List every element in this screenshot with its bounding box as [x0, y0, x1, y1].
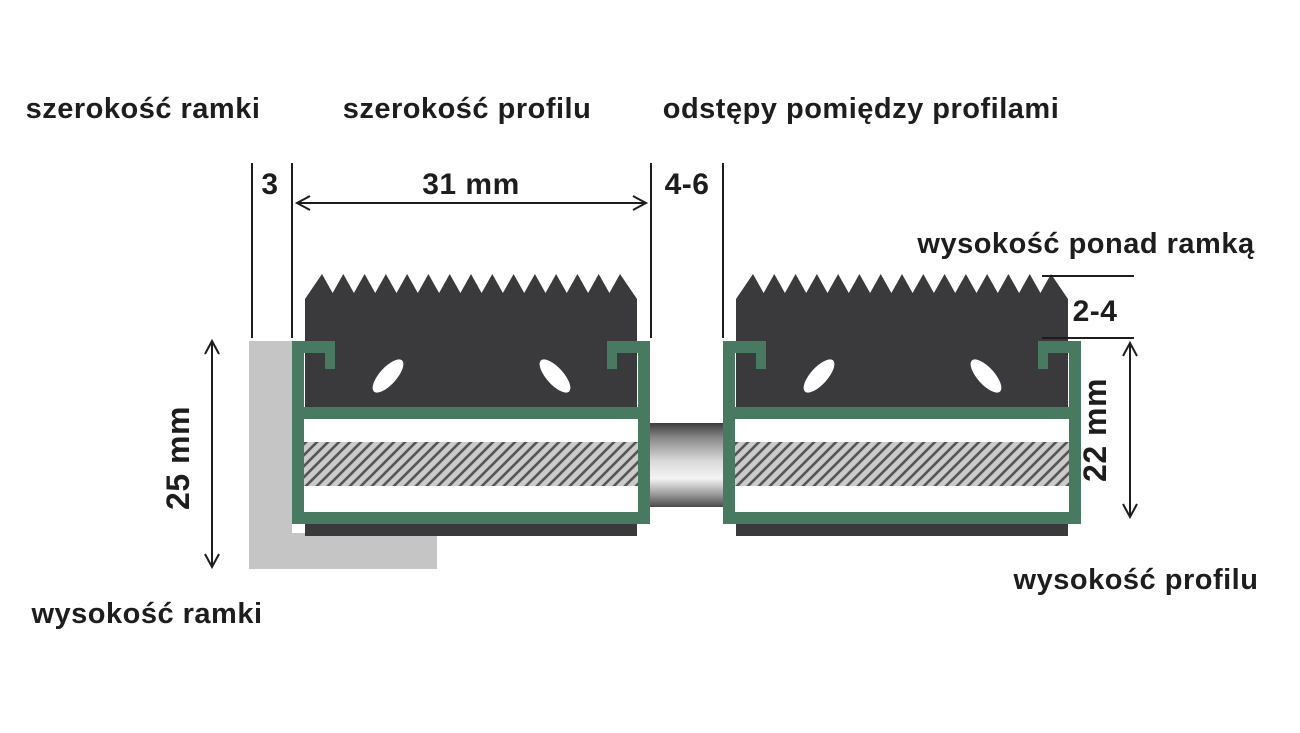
profile-right: [723, 274, 1081, 536]
value-frame-height: 25 mm: [160, 406, 196, 510]
label-profile-width: szerokość profilu: [343, 93, 592, 125]
frame-l-profile: [249, 341, 437, 569]
label-frame-height: wysokość ramki: [30, 598, 262, 630]
connector-pin: [650, 423, 723, 507]
label-frame-width: szerokość ramki: [26, 93, 261, 125]
value-profile-height: 22 mm: [1077, 378, 1113, 482]
label-profile-spacing: odstępy pomiędzy profilami: [663, 93, 1060, 125]
value-frame-width: 3: [261, 168, 278, 201]
label-profile-height: wysokość profilu: [1013, 564, 1259, 596]
value-profile-width: 31 mm: [422, 168, 520, 201]
value-height-above-frame: 2-4: [1073, 295, 1118, 328]
value-profile-spacing: 4-6: [665, 168, 710, 201]
profile-left: [292, 274, 650, 536]
label-height-above-frame: wysokość ponad ramką: [916, 228, 1255, 260]
